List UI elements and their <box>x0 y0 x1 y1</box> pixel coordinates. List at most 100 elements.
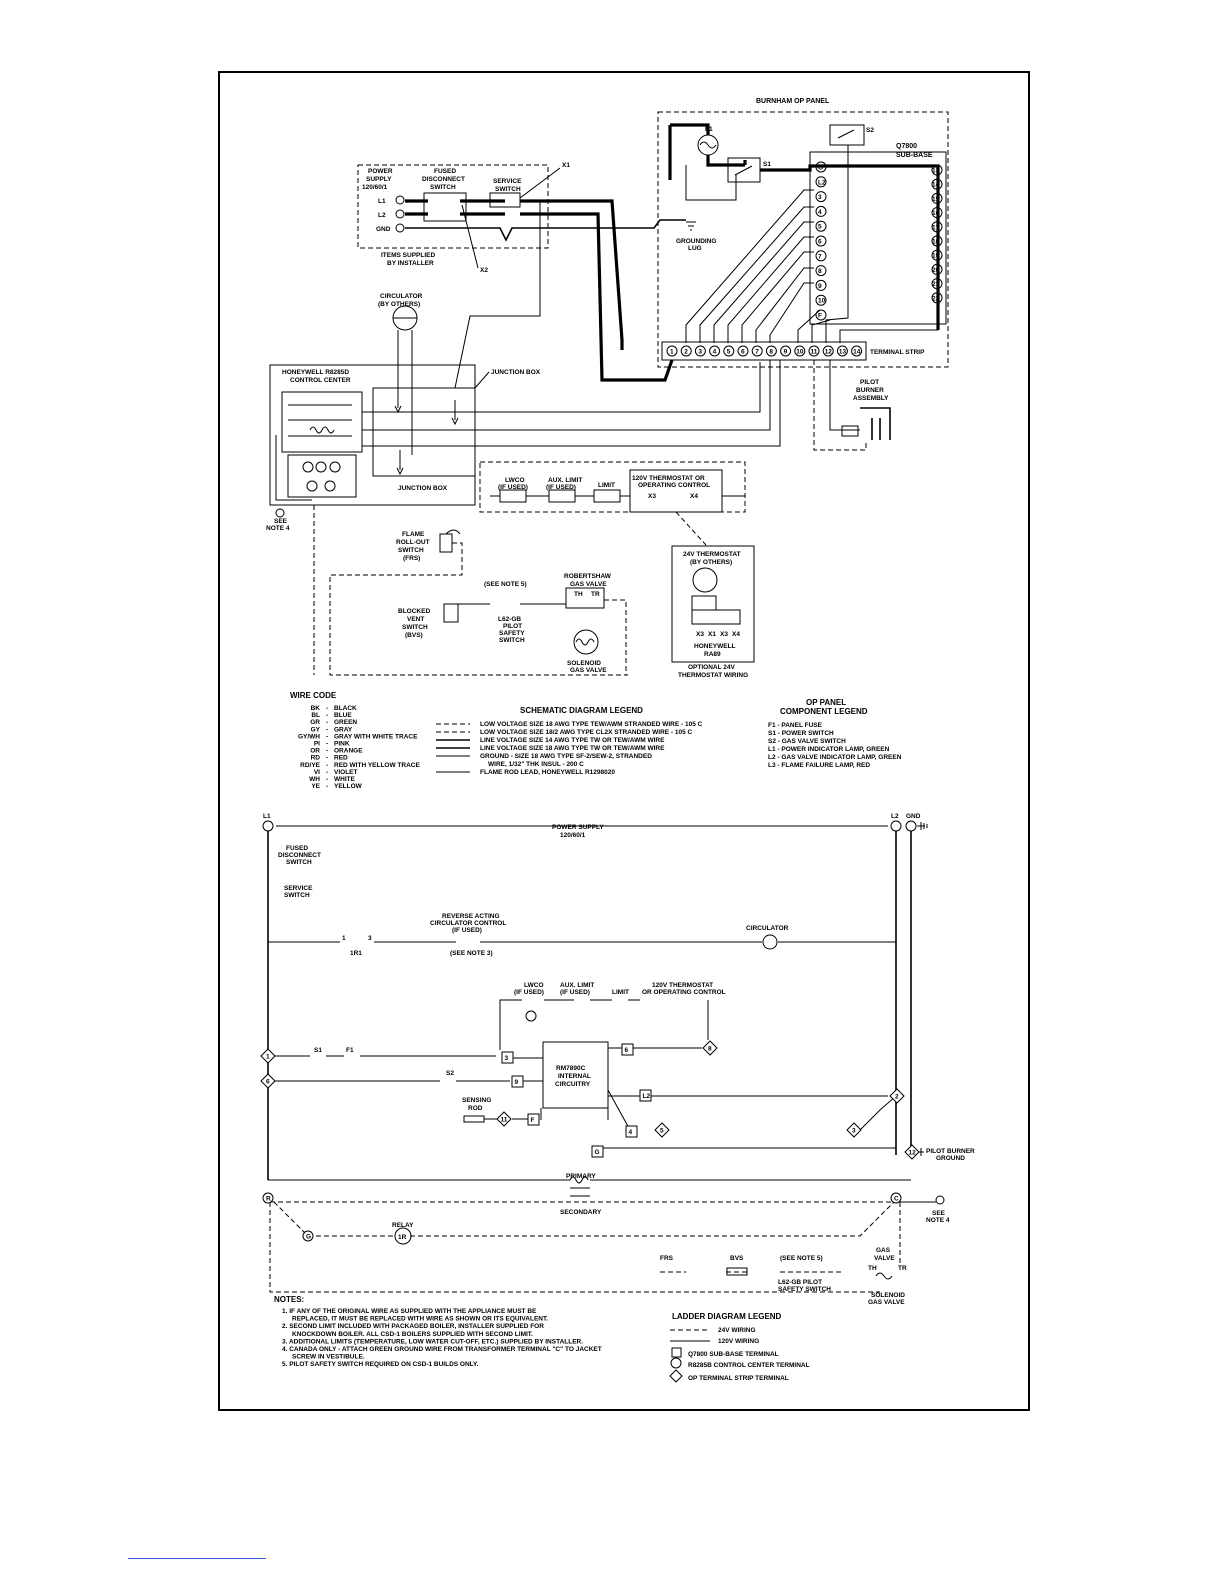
wire-code-abbr: BK <box>311 705 321 712</box>
ladder-op-terminal-label: 5 <box>660 1128 664 1135</box>
note-line: 5. PILOT SAFETY SWITCH REQUIRED ON CSD-1… <box>282 1361 479 1368</box>
relay-coil: 1R <box>398 1234 407 1241</box>
harness-wiring <box>685 145 938 343</box>
subbase-terminal-label: 15 <box>932 196 940 203</box>
s2-label: S2 <box>866 127 874 134</box>
terminal-strip-label: TERMINAL STRIP <box>870 349 925 356</box>
junction-box <box>372 387 476 477</box>
rm7890c-2: INTERNAL <box>558 1073 591 1080</box>
ladder-s1: S1 <box>314 1047 322 1054</box>
subbase-terminal-label: 18 <box>932 239 940 246</box>
strip-terminal-label: 4 <box>713 349 717 356</box>
schematic-legend-entry: WIRE, 1/32" THK INSUL - 200 C <box>488 761 584 768</box>
wire-code-dash: - <box>326 748 328 755</box>
ladder-subbase-terminal <box>625 1125 638 1138</box>
wire-code-legend: WIRE CODE BK-BLACKBL-BLUEGR-GREENGY-GRAY… <box>290 691 420 790</box>
ladder-op-terminal <box>889 1088 905 1104</box>
ladder-see-note-5: (SEE NOTE 5) <box>780 1255 823 1262</box>
ladder-power-1: POWER SUPPLY <box>552 824 604 831</box>
power-supply-2: SUPPLY <box>366 176 392 183</box>
ladder-control-terminal <box>890 1192 902 1204</box>
note-line: SCREW IN VESTIBULE. <box>292 1354 365 1361</box>
limits-row: LWCO (IF USED) AUX. LIMIT (IF USED) LIMI… <box>479 461 746 546</box>
note-line: KNOCKDOWN BOILER. ALL CSD-1 BOILERS SUPP… <box>292 1331 533 1338</box>
ladder-op-terminal-label: 8 <box>708 1046 712 1053</box>
subbase-terminal-label: 6 <box>818 239 822 246</box>
subbase-terminal <box>815 220 827 232</box>
ladder-frs: FRS <box>660 1255 674 1262</box>
aux-limit-1: AUX. LIMIT <box>548 477 582 484</box>
line-l2: L2 <box>378 212 386 219</box>
wire-code-dash: - <box>326 705 328 712</box>
ladder-subbase-terminal-label: L2 <box>643 1093 651 1100</box>
subbase-terminal-label: 5 <box>818 224 822 231</box>
reverse-acting-2: CIRCULATOR CONTROL <box>430 920 506 927</box>
x4-label: X4 <box>690 493 698 500</box>
junction-box-top: JUNCTION BOX <box>491 369 541 376</box>
strip-terminal <box>737 345 749 357</box>
ladder-op-terminal <box>496 1111 512 1127</box>
ladder-diagram: L1 L2 GND POWER SUPPLY 120/60/1 FUSED DI… <box>260 813 975 1306</box>
ladder-op-terminal <box>904 1144 920 1160</box>
r1-a: 1 <box>342 935 346 942</box>
rm7890c-3: CIRCUITRY <box>555 1081 591 1088</box>
ladder-circulator: CIRCULATOR <box>746 925 789 932</box>
fused-disconnect-3: SWITCH <box>430 184 456 191</box>
solenoid-1: SOLENOID <box>567 660 601 667</box>
bvs-1: BLOCKED <box>398 608 430 615</box>
subbase-terminal-label: G <box>818 165 823 172</box>
strip-terminal-label: 7 <box>755 349 759 356</box>
note-line: 2. SECOND LIMIT INCLUDED WITH PACKAGED B… <box>282 1323 544 1330</box>
op-legend-entry: S2 - GAS VALVE SWITCH <box>768 738 846 745</box>
rm7890c-box <box>542 1041 609 1109</box>
ladder-op-terminal-label: 2 <box>895 1094 899 1101</box>
ra89-term-2: X1 <box>708 631 716 638</box>
frs-1: FLAME <box>402 531 425 538</box>
primary-label: PRIMARY <box>566 1173 596 1180</box>
subbase-terminal-label: 21 <box>932 281 940 288</box>
grounding-lug-2: LUG <box>688 245 702 252</box>
subbase-terminal-label: 13 <box>932 168 940 175</box>
optional-24v-2: THERMOSTAT WIRING <box>678 672 748 679</box>
ladder-fused-1: FUSED <box>286 845 308 852</box>
pilot-burner-ground-2: GROUND <box>936 1155 965 1162</box>
r1-b: 3 <box>368 935 372 942</box>
strip-terminal-label: 5 <box>727 349 731 356</box>
items-supplied-1: ITEMS SUPPLIED <box>381 252 435 259</box>
schematic-legend: SCHEMATIC DIAGRAM LEGEND LOW VOLTAGE SIZ… <box>436 706 703 776</box>
service-switch-1: SERVICE <box>493 178 522 185</box>
ladder-subbase-terminal <box>591 1145 604 1158</box>
items-supplied-2: BY INSTALLER <box>387 260 434 267</box>
op-legend-entry: L1 - POWER INDICATOR LAMP, GREEN <box>768 746 890 753</box>
ladder-op-terminal <box>260 1048 276 1064</box>
line-voltage-wiring <box>405 123 940 382</box>
th-label: TH <box>574 591 583 598</box>
strip-terminal <box>680 345 692 357</box>
subbase-terminal <box>815 279 827 291</box>
ladder-op-terminal-label: 3 <box>852 1128 856 1135</box>
subbase-terminal-label: 14 <box>932 182 940 189</box>
footer-rule <box>128 1558 266 1559</box>
subbase-terminal <box>815 265 827 277</box>
service-switch-2: SWITCH <box>495 186 521 193</box>
ladder-op-terminal <box>260 1073 276 1089</box>
schematic-legend-entry: LINE VOLTAGE SIZE 14 AWG TYPE TW OR TEW/… <box>480 737 665 744</box>
ladder-l2: L2 <box>891 813 899 820</box>
fused-disconnect-1: FUSED <box>434 168 456 175</box>
wire-code-name: ORANGE <box>334 748 363 755</box>
schematic-legend-entry: LINE VOLTAGE SIZE 18 AWG TYPE TW OR TEW/… <box>480 745 665 752</box>
wire-code-dash: - <box>326 755 328 762</box>
ladder-op-terminal-label: 1 <box>266 1054 270 1061</box>
wire-code-name: WHITE <box>334 776 356 783</box>
thermostat-120-1: 120V THERMOSTAT OR <box>632 475 705 482</box>
see-note-3: (SEE NOTE 3) <box>450 950 493 957</box>
subbase-terminal <box>815 205 827 217</box>
strip-terminal-label: 10 <box>796 349 804 356</box>
wire-code-dash: - <box>326 726 328 733</box>
ra89-1: HONEYWELL <box>694 643 736 650</box>
ladder-op-terminal-label: 6 <box>266 1079 270 1086</box>
subbase-terminal-label: 20 <box>932 267 940 274</box>
pilot-burner-2: BURNER <box>856 387 884 394</box>
wire-code-dash: - <box>326 712 328 719</box>
reverse-acting-3: (IF USED) <box>452 927 482 934</box>
